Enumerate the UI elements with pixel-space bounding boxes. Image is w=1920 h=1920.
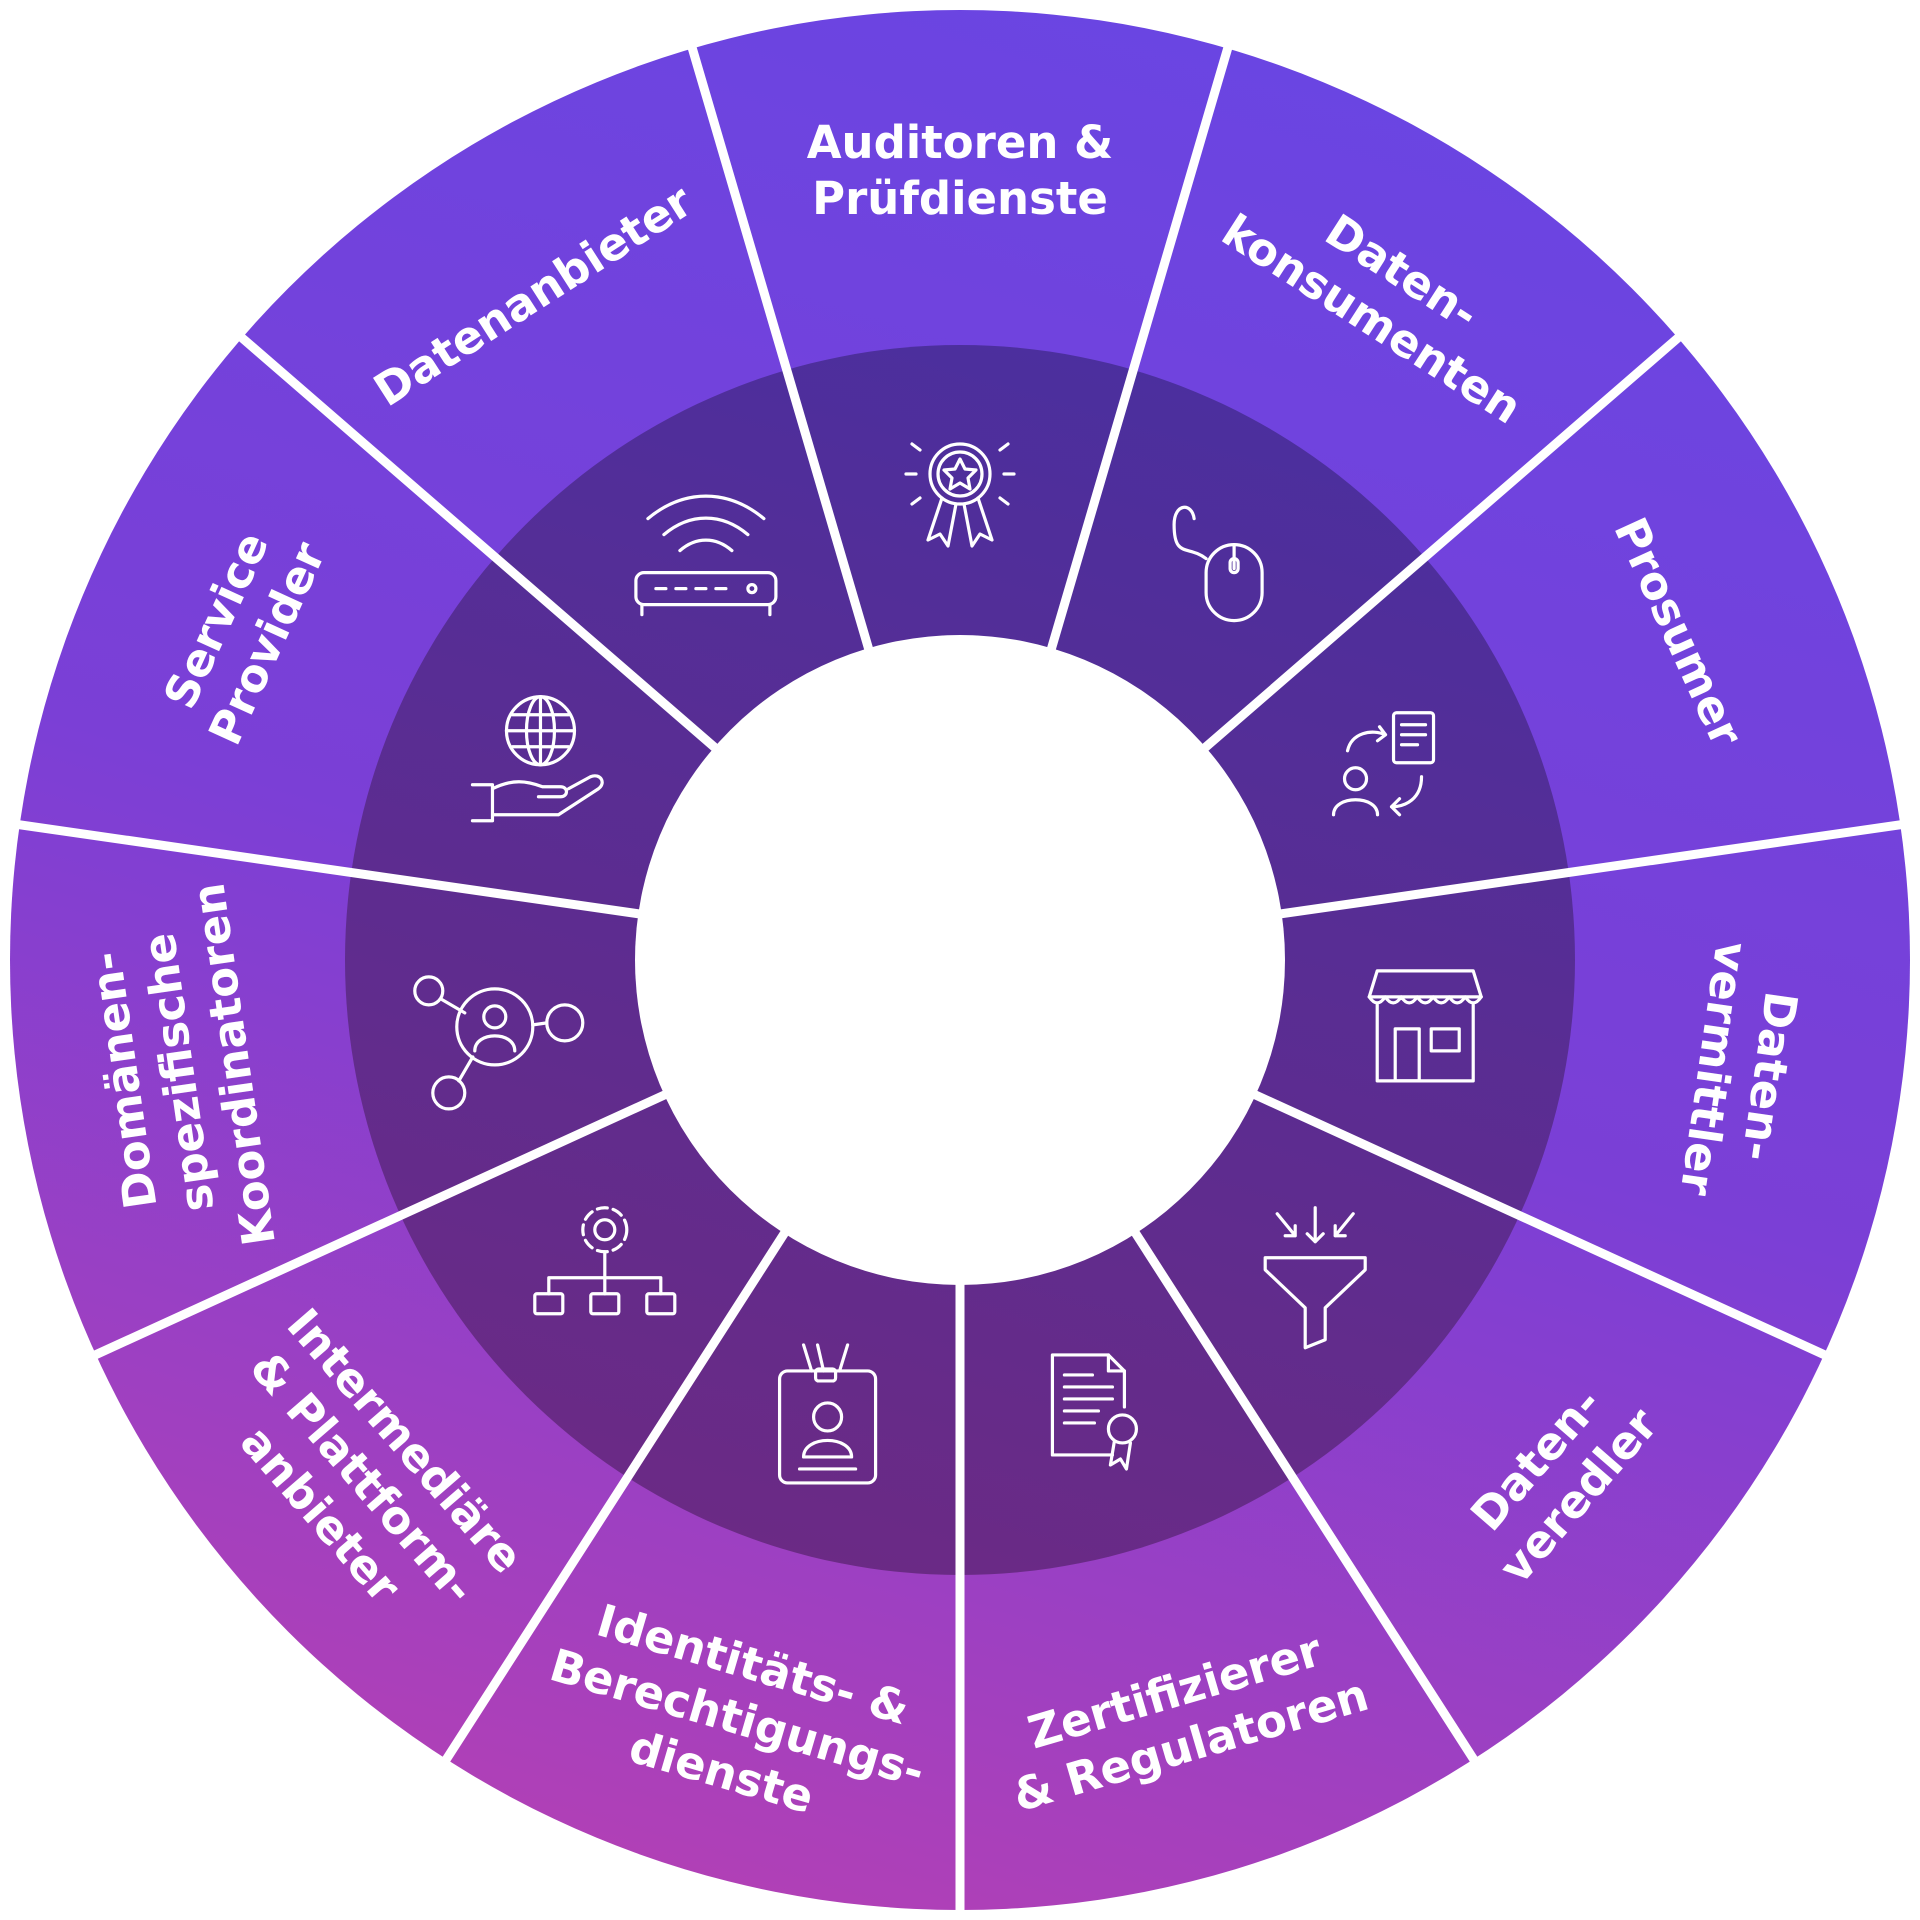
segment-label: Domänen-spezifischeKoordinatoren <box>71 880 286 1265</box>
segment-divider <box>686 42 875 655</box>
segment-dividers <box>14 42 1906 1915</box>
id-badge-icon <box>777 1343 878 1485</box>
segment-label-line: Auditoren & <box>807 116 1114 169</box>
globe-hand-icon <box>470 695 604 823</box>
segment-divider <box>1045 42 1234 655</box>
gear-hierarchy-icon <box>533 1206 677 1316</box>
segment-divider <box>235 331 722 754</box>
segment-label: Auditoren &Prüfdienste <box>807 116 1114 225</box>
wifi-router-icon <box>634 494 778 617</box>
segment-icons <box>413 442 1483 1485</box>
segment-divider <box>1276 819 1906 919</box>
center-circle <box>635 635 1285 1285</box>
user-document-exchange-icon <box>1331 711 1436 817</box>
segment-divider <box>1198 331 1685 754</box>
segment-divider <box>439 1226 791 1766</box>
award-badge-icon <box>904 442 1016 548</box>
segment-divider <box>1129 1226 1481 1766</box>
certificate-document-icon <box>1050 1353 1139 1471</box>
segment-divider <box>1249 1088 1831 1361</box>
computer-mouse-icon <box>1172 505 1264 623</box>
segment-divider <box>14 819 644 919</box>
user-network-icon <box>413 975 585 1111</box>
segment-label-line: Prüfdienste <box>812 172 1108 225</box>
funnel-filter-icon <box>1263 1206 1367 1350</box>
storefront-icon <box>1367 969 1483 1083</box>
segment-divider <box>89 1088 671 1361</box>
